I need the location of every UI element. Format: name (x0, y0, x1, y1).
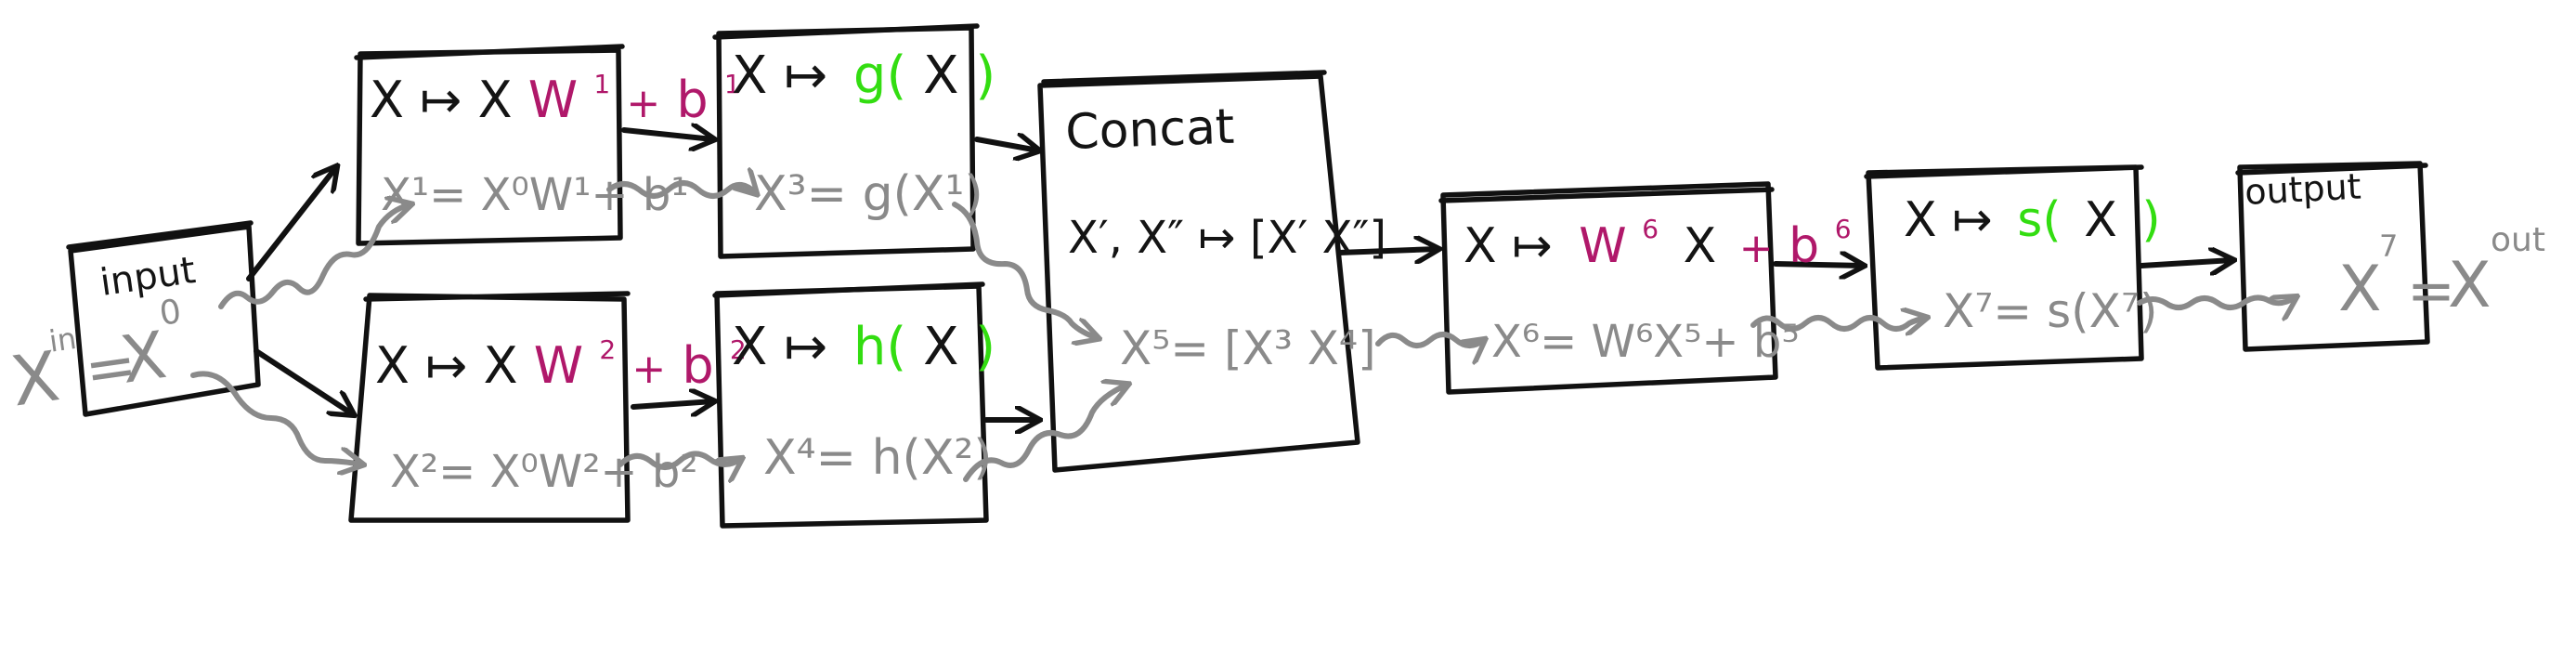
x0-symbol: X (116, 317, 171, 399)
affine6-b: b (1789, 218, 1819, 274)
affine6-map: X ↦ (1464, 218, 1553, 274)
flow-x7-to-output (2137, 297, 2296, 307)
affine2-w: W (534, 336, 583, 395)
act-s-flow: X⁷= s(X⁷) (1943, 284, 2157, 338)
concat-rule: X′, X″ ↦ [X′ X″] (1068, 212, 1386, 264)
act-s-close: ) (2141, 192, 2160, 248)
x-out-superscript: out (2491, 221, 2545, 259)
affine2-map: X ↦ X (375, 336, 518, 395)
act-g-close: ) (975, 46, 995, 106)
act-h-arg: X (923, 317, 958, 377)
act-s-rule: X ↦ s( X ) (1904, 192, 2161, 248)
act-g-box (712, 23, 980, 259)
arrow-affine1-to-g (621, 130, 713, 139)
affine6-b-sup: 6 (1835, 214, 1852, 244)
flow-x5-to-x6 (1375, 332, 1484, 346)
act-h-func: h( (853, 317, 906, 377)
flow-x4-to-x5 (963, 385, 1127, 482)
affine1-w-sup: 1 (593, 69, 610, 99)
input-equation: X in = X 0 (7, 293, 184, 422)
flow-x0-to-x1 (218, 204, 410, 309)
affine2-rule: X ↦ X W 2 + b 2 (375, 312, 747, 395)
affine6-rule: X ↦ W 6 X + b 6 (1464, 194, 1852, 274)
affine2-flow: X²= X⁰W²+ b² (390, 446, 698, 498)
input-label: input (98, 249, 198, 305)
output-equation: X 7 = X out (2338, 221, 2545, 326)
flow-x2-to-x4 (618, 451, 741, 467)
affine2-b-sup: 2 (730, 334, 747, 365)
act-s-map: X ↦ (1904, 192, 1993, 248)
input-box (66, 220, 261, 417)
affine1-b: b (676, 71, 708, 129)
affine6-w-sup: 6 (1642, 214, 1659, 244)
act-h-flow: X⁴= h(X²) (763, 430, 993, 486)
act-g-map: X ↦ (732, 46, 827, 106)
act-h-map: X ↦ (732, 317, 827, 377)
x7-symbol: X (2338, 253, 2382, 326)
x-in-superscript: in (46, 320, 78, 360)
act-g-arg: X (923, 46, 958, 106)
affine2-b: b (682, 336, 713, 395)
affine1-rule: X ↦ X W 1 + b 1 (370, 46, 741, 129)
affine6-w: W (1579, 218, 1626, 274)
act-h-close: ) (975, 317, 995, 377)
affine6-plus: + (1739, 225, 1774, 272)
affine2-box (348, 291, 631, 523)
concat-box (1037, 70, 1360, 473)
flow-x1-to-x3 (606, 183, 756, 199)
arrow-input-to-affine1 (246, 167, 336, 281)
x0-superscript: 0 (157, 293, 183, 334)
act-s-arg: X (2084, 192, 2117, 248)
output-box (2235, 161, 2430, 352)
arrow-g-to-concat (974, 139, 1038, 150)
arrow-input-to-affine2 (254, 348, 353, 414)
arrow-affine6-to-s (1773, 264, 1863, 266)
gray-flow-arrows (190, 183, 2296, 482)
affine1-flow: X¹= X⁰W¹+ b¹ (381, 169, 689, 221)
affine1-plus: + (626, 80, 660, 127)
arrow-affine2-to-h (631, 401, 713, 407)
flow-x3-to-x5 (952, 202, 1098, 338)
concat-title: Concat (1064, 99, 1235, 161)
concat-flow: X⁵= [X³ X⁴] (1120, 321, 1376, 375)
affine1-map: X ↦ X (370, 71, 513, 129)
affine1-b-sup: 1 (724, 69, 741, 99)
x-in-symbol: X (7, 336, 64, 422)
affine6-flow: X⁶= W⁶X⁵+ b⁵ (1491, 316, 1800, 368)
flow-x0-to-x2 (190, 371, 362, 464)
affine2-plus: + (631, 346, 666, 393)
output-equals: = (2407, 256, 2455, 324)
input-equals: = (80, 328, 140, 406)
act-h-rule: X ↦ h( X ) (732, 317, 995, 377)
black-arrows (246, 130, 2232, 420)
affine1-box (354, 44, 625, 246)
act-g-rule: X ↦ g( X ) (732, 46, 995, 106)
output-label: output (2244, 165, 2361, 212)
act-s-func: s( (2017, 192, 2061, 248)
act-h-box (712, 281, 989, 529)
arrow-s-to-output (2139, 260, 2232, 266)
act-g-func: g( (853, 46, 906, 106)
x7-superscript: 7 (2379, 229, 2398, 264)
flow-x6-to-x7 (1750, 318, 1926, 329)
affine2-w-sup: 2 (599, 334, 616, 365)
affine1-w: W (528, 71, 578, 129)
affine6-mid: X (1684, 218, 1717, 274)
act-s-box (1864, 164, 2144, 371)
affine6-box (1438, 181, 1778, 395)
x-out-symbol: X (2448, 249, 2491, 322)
act-g-flow: X³= g(X¹) (754, 166, 983, 222)
arrow-concat-to-affine6 (1336, 249, 1438, 253)
